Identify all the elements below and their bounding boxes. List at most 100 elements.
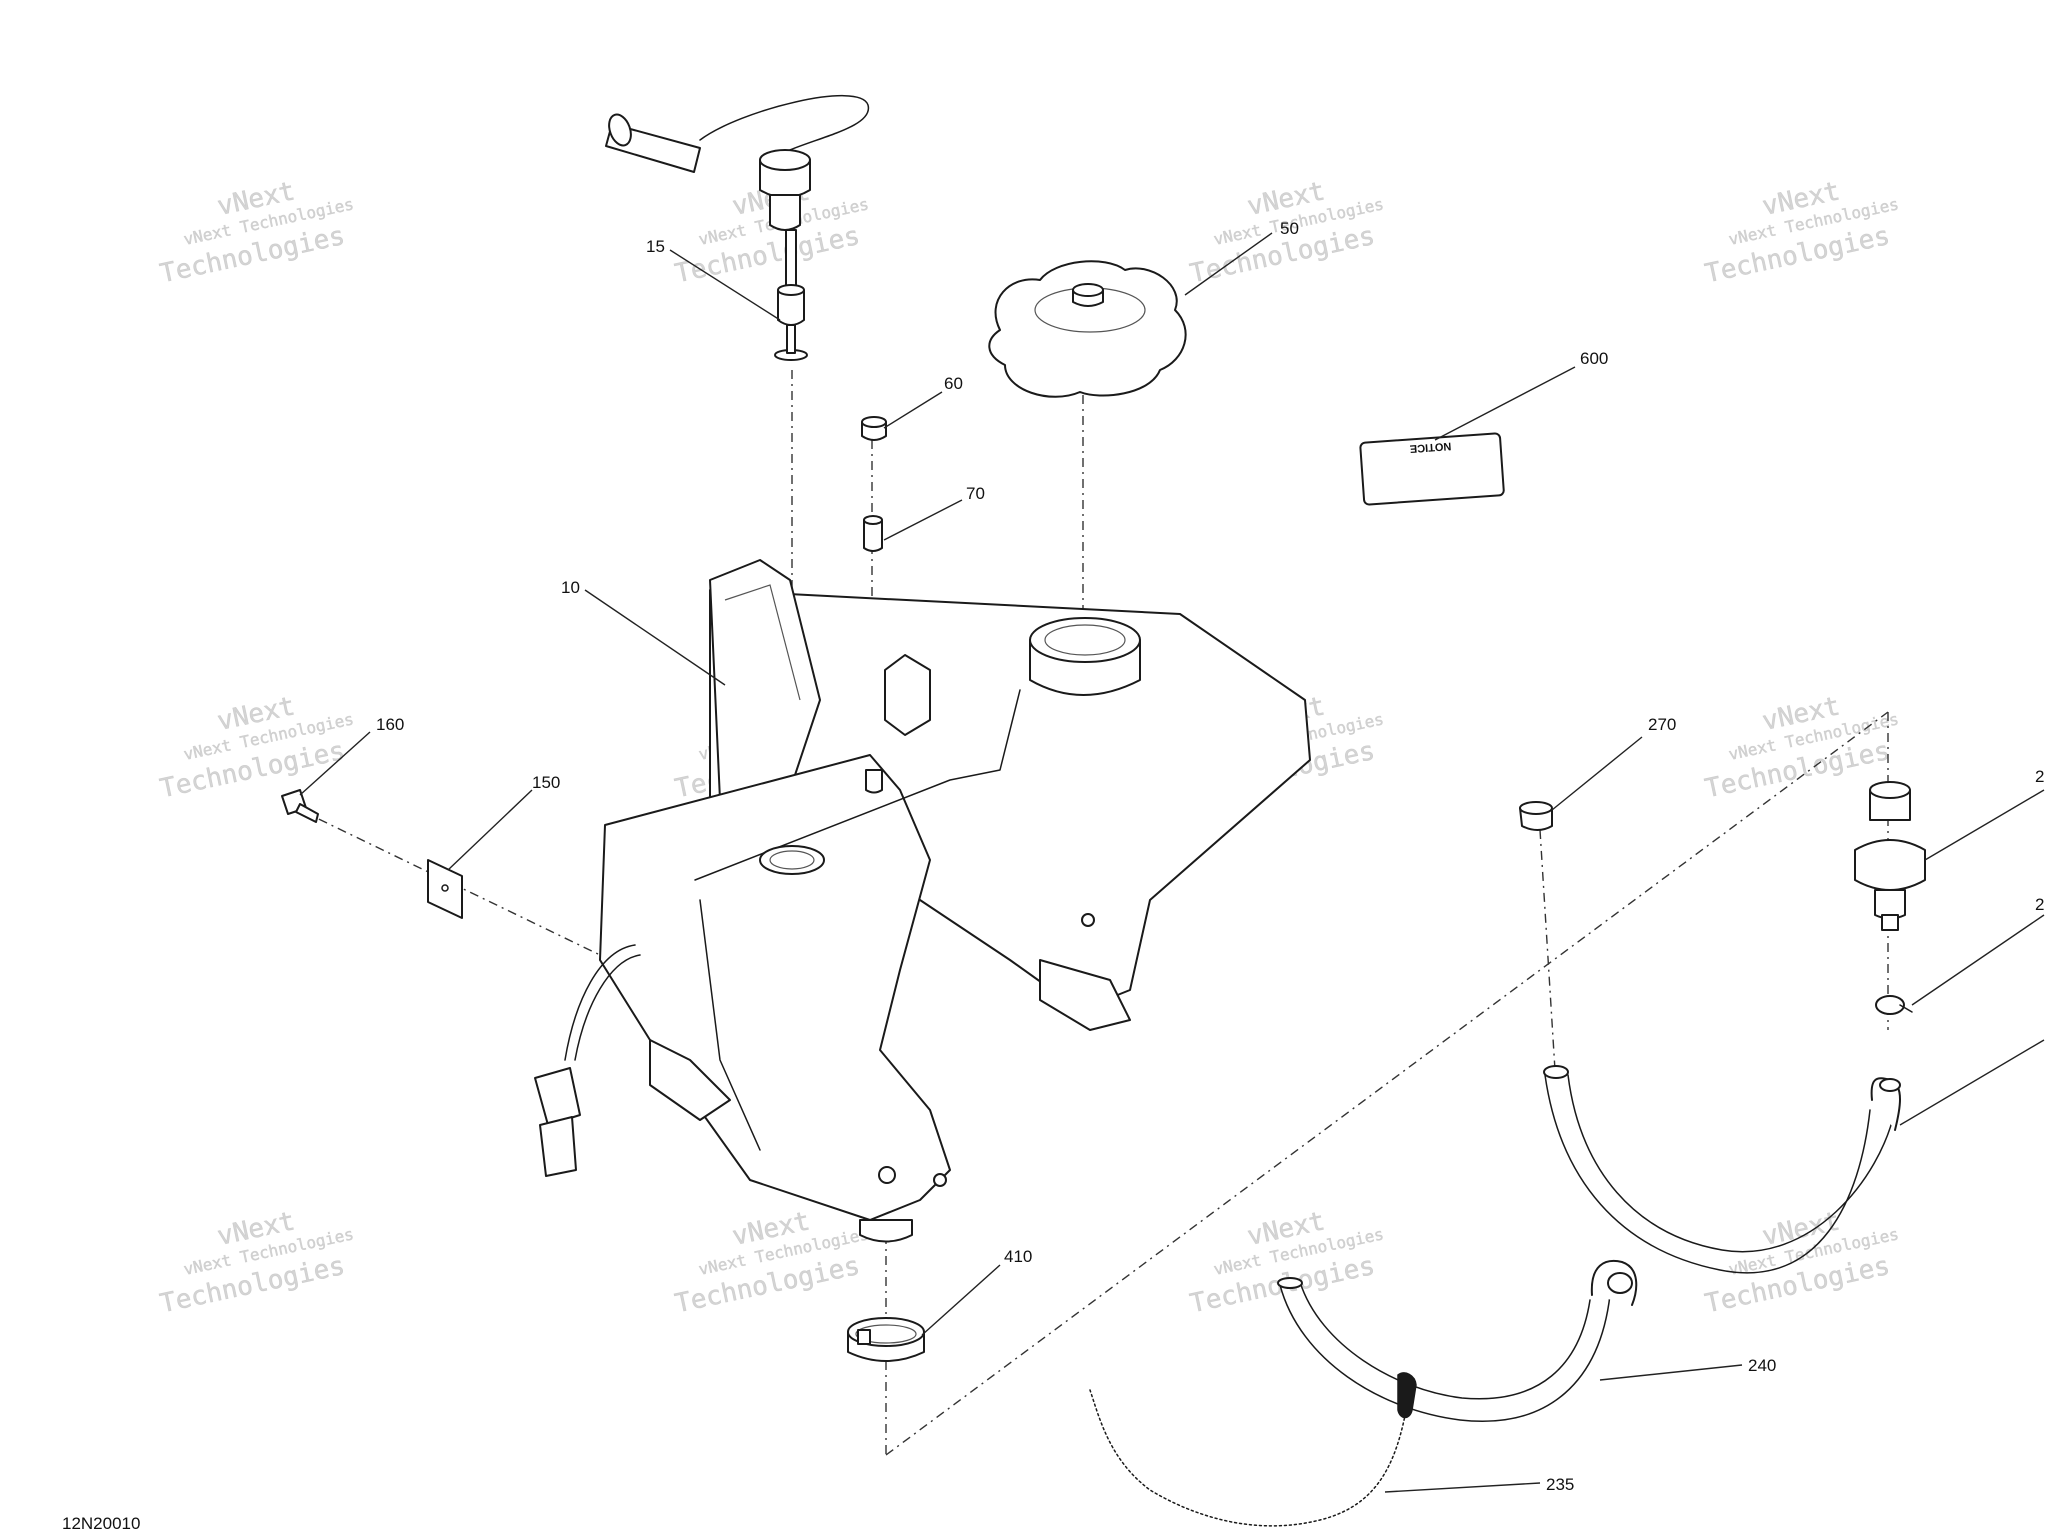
leader-410 [921,1264,1001,1336]
tank-bolt [933,1173,947,1187]
tank-flange-band [694,689,1021,881]
leader-270 [1551,736,1643,811]
watermark: vNext vNext Technologies Technologies [1702,1206,1900,1319]
leader-60 [883,391,943,429]
notice-label-text: NOTICE [1409,440,1451,455]
fuel-hose-outer [1279,1284,1611,1422]
hose-cap-top [1519,801,1553,815]
hose-clamp-tab [857,1329,871,1345]
watermark: vNext vNext Technologies Technologies [1702,176,1900,289]
tank-outlet [859,1219,913,1243]
fuel-tank [534,559,1311,1243]
sender-top-cap [759,149,811,171]
washer-plate-hole [441,884,449,892]
tank-harness-plug [539,1116,577,1177]
leader-15 [669,249,781,321]
hose-clamp-inner [855,1324,917,1344]
fuel-cap-knob-top [1072,283,1104,297]
small-clamp-tab [1899,1004,1913,1013]
callout-600: 600 [1580,349,1608,368]
tank-harness-wire [574,954,641,1061]
leader-150 [447,789,533,871]
check-valve-body [1854,839,1926,891]
small-clamp-ring [1875,995,1905,1015]
vent-hose [1543,1065,1901,1274]
sender-wire [699,94,869,161]
tank-bolt [878,1166,896,1184]
watermark: vNext vNext Technologies Technologies [157,1206,355,1319]
tank-lower-bracket [649,1039,731,1121]
vent-hose-end [1543,1065,1569,1079]
leader-240 [1599,1364,1743,1381]
leader-70 [883,499,963,541]
leader-50 [1184,232,1273,296]
axis-diagonal [885,711,1889,1456]
leader-235 [1384,1482,1541,1493]
vent-cap-top [861,416,887,428]
tank-rear-bracket [1039,959,1131,1031]
spring-guard-end [1397,1372,1417,1419]
hose-clamp [847,1317,925,1362]
fuel-cap-body [988,260,1187,398]
callout-70: 70 [966,484,985,503]
vent-fitting-body [863,519,883,552]
check-valve [1854,781,1926,931]
tank-bolt [1081,913,1095,927]
screw [281,789,319,823]
fuel-hose-inner [1299,1281,1591,1400]
tank-sender-opening-inner [769,850,815,870]
sender-float-top [777,284,805,296]
spring-guard-coil [1089,1384,1411,1527]
callout-150: 150 [532,773,560,792]
callout-leaders [299,232,2045,1493]
fuel-cap [988,260,1187,398]
callout-160: 160 [376,715,404,734]
callout-60: 60 [944,374,963,393]
vent-hose-inner [1567,1074,1896,1253]
small-clamp [1875,995,1913,1015]
callout-2a: 2 [2035,767,2044,786]
tank-tab [884,654,931,736]
callout-270: 270 [1648,715,1676,734]
tank-mount-bracket-edge [724,584,801,701]
vent-hose-elbow-end [1879,1078,1901,1092]
washer-plate-body [427,859,463,919]
axis-cap-270 [1539,829,1556,1071]
tank-flange-vertical [699,899,761,1151]
watermark: vNext vNext Technologies Technologies [157,176,355,289]
tank-harness-wire [564,944,636,1061]
vent-cap [861,416,887,441]
callout-10: 10 [561,578,580,597]
leader-160 [299,731,371,796]
notice-label: NOTICE [1359,432,1505,506]
watermark: vNext vNext Technologies Technologies [672,1206,870,1319]
leader-2b [1911,914,2045,1006]
callout-2b: 2 [2035,895,2044,914]
sender-connector-end [608,113,632,147]
callout-15: 15 [646,237,665,256]
notice-label-plate [1359,432,1505,506]
vent-fitting-top [863,515,883,525]
watermark: vNext vNext Technologies Technologies [1187,176,1385,289]
tank-sender-opening [759,845,825,875]
screw-shank [295,803,319,823]
fuel-hose-end [1277,1277,1303,1289]
leader-10 [584,589,726,686]
washer-plate [427,859,463,919]
watermark: vNext vNext Technologies Technologies [157,691,355,804]
callout-235: 235 [1546,1475,1574,1494]
fuel-hose [1277,1260,1638,1422]
callout-50: 50 [1280,219,1299,238]
leader-2a [1924,789,2045,861]
leader-600 [1434,366,1576,441]
tank-vent-nipple [865,769,883,794]
fuel-hose-elbow-end [1607,1272,1633,1294]
tank-harness-connector [534,1067,581,1126]
check-valve-nipple [1881,914,1899,931]
hose-cap [1519,801,1553,831]
sender-rod [785,229,797,291]
sender-body [769,194,801,231]
callout-410: 410 [1004,1247,1032,1266]
leader-2c [1899,1039,2045,1126]
tank-filler-neck-inner [1044,624,1126,656]
